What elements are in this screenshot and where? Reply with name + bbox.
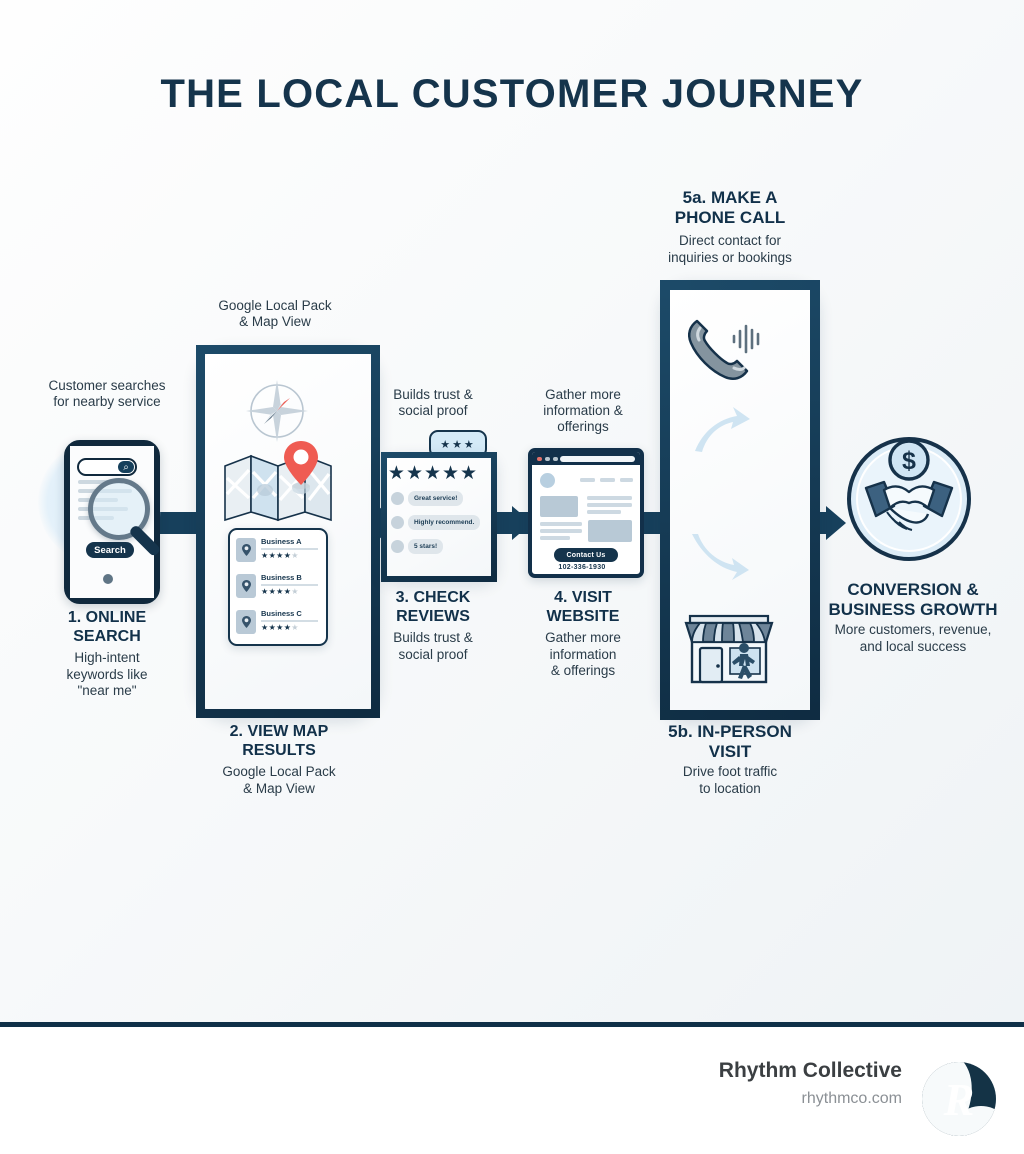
site-nav-item <box>600 478 615 482</box>
review-item: Highly recommend. <box>391 515 481 531</box>
listing-row[interactable]: Business B ★★★★★ <box>236 572 320 600</box>
browser-dot-close <box>537 456 542 461</box>
site-avatar <box>540 473 555 488</box>
review-item: 5 stars! <box>391 539 481 555</box>
conversion-subtitle: More customers, revenue,and local succes… <box>834 622 992 654</box>
brand-url: rhythmco.com <box>801 1090 902 1107</box>
up-arrow-icon <box>695 407 750 452</box>
browser-chrome <box>532 452 640 465</box>
step2-subtitle: Google Local Pack& Map View <box>222 764 336 796</box>
site-nav-item <box>580 478 595 482</box>
listing-name: Business C <box>261 609 302 618</box>
pin-icon <box>236 574 256 598</box>
listing-row[interactable]: Business A ★★★★★ <box>236 536 320 564</box>
site-nav-item <box>620 478 633 482</box>
search-icon: ⌕ <box>118 461 134 473</box>
down-arrow-icon <box>692 534 749 580</box>
footer-divider <box>0 1022 1024 1027</box>
website-mockup: Contact Us 102-336-1930 <box>528 448 644 578</box>
review-text: 5 stars! <box>408 539 444 554</box>
review-text: Great service! <box>408 491 464 506</box>
pin-icon <box>236 610 256 634</box>
review-text: Highly recommend. <box>408 515 481 530</box>
phone-number: 102-336-1930 <box>558 564 606 571</box>
listing-rating: ★★★★★ <box>261 551 299 560</box>
review-item: Great service! <box>391 491 481 507</box>
browser-dot-min <box>545 456 550 461</box>
phone-handset-icon <box>688 319 760 380</box>
step2-card <box>196 345 380 718</box>
step3-caption: Builds trust &social proof <box>393 387 473 418</box>
listing-row[interactable]: Business C ★★★★★ <box>236 608 320 636</box>
handshake-conversion-icon: $ <box>847 437 971 561</box>
avatar <box>391 516 404 529</box>
site-side-block <box>588 520 632 542</box>
storefront-icon <box>684 614 774 684</box>
site-hero-block <box>540 496 578 517</box>
review-stars: ★★★★★ <box>387 463 479 484</box>
listing-name: Business A <box>261 537 302 546</box>
local-pack-list: Business A ★★★★★ Business B ★★★★★ Busine… <box>228 528 328 646</box>
listing-underline <box>261 548 318 550</box>
listing-rating: ★★★★★ <box>261 623 299 632</box>
site-text-line <box>587 510 621 514</box>
result-line <box>78 480 124 484</box>
conversion-title: CONVERSION &BUSINESS GROWTH <box>828 580 998 619</box>
site-text-line <box>540 522 582 526</box>
contact-us-button[interactable]: Contact Us <box>554 548 618 562</box>
footer <box>0 1027 1024 1154</box>
step3-subtitle: Builds trust &social proof <box>393 630 473 662</box>
brand-name: Rhythm Collective <box>718 1059 902 1082</box>
search-input[interactable]: ⌕ <box>77 458 137 476</box>
browser-url-bar[interactable] <box>560 455 635 462</box>
map-pin-icon <box>284 441 318 489</box>
step2-caption: Google Local Pack& Map View <box>218 298 332 329</box>
avatar <box>391 540 404 553</box>
phone-home-button <box>103 574 113 584</box>
compass-icon <box>246 380 308 442</box>
site-text-line <box>540 529 582 533</box>
page-title: THE LOCAL CUSTOMER JOURNEY <box>160 72 864 116</box>
listing-rating: ★★★★★ <box>261 587 299 596</box>
arrow-into-conversion <box>826 506 846 540</box>
listing-name: Business B <box>261 573 302 582</box>
logo-letter: R <box>943 1073 975 1125</box>
avatar <box>391 492 404 505</box>
listing-underline <box>261 620 318 622</box>
connector-1-2 <box>150 512 206 534</box>
site-text-line <box>587 503 632 507</box>
brand-logo: R <box>922 1062 996 1136</box>
site-text-line <box>540 536 570 540</box>
site-text-line <box>587 496 632 500</box>
browser-dot-max <box>553 456 558 461</box>
arrow-into-website <box>512 506 532 540</box>
search-button[interactable]: Search <box>86 542 134 558</box>
svg-text:$: $ <box>902 447 916 475</box>
listing-underline <box>261 584 318 586</box>
pin-icon <box>236 538 256 562</box>
